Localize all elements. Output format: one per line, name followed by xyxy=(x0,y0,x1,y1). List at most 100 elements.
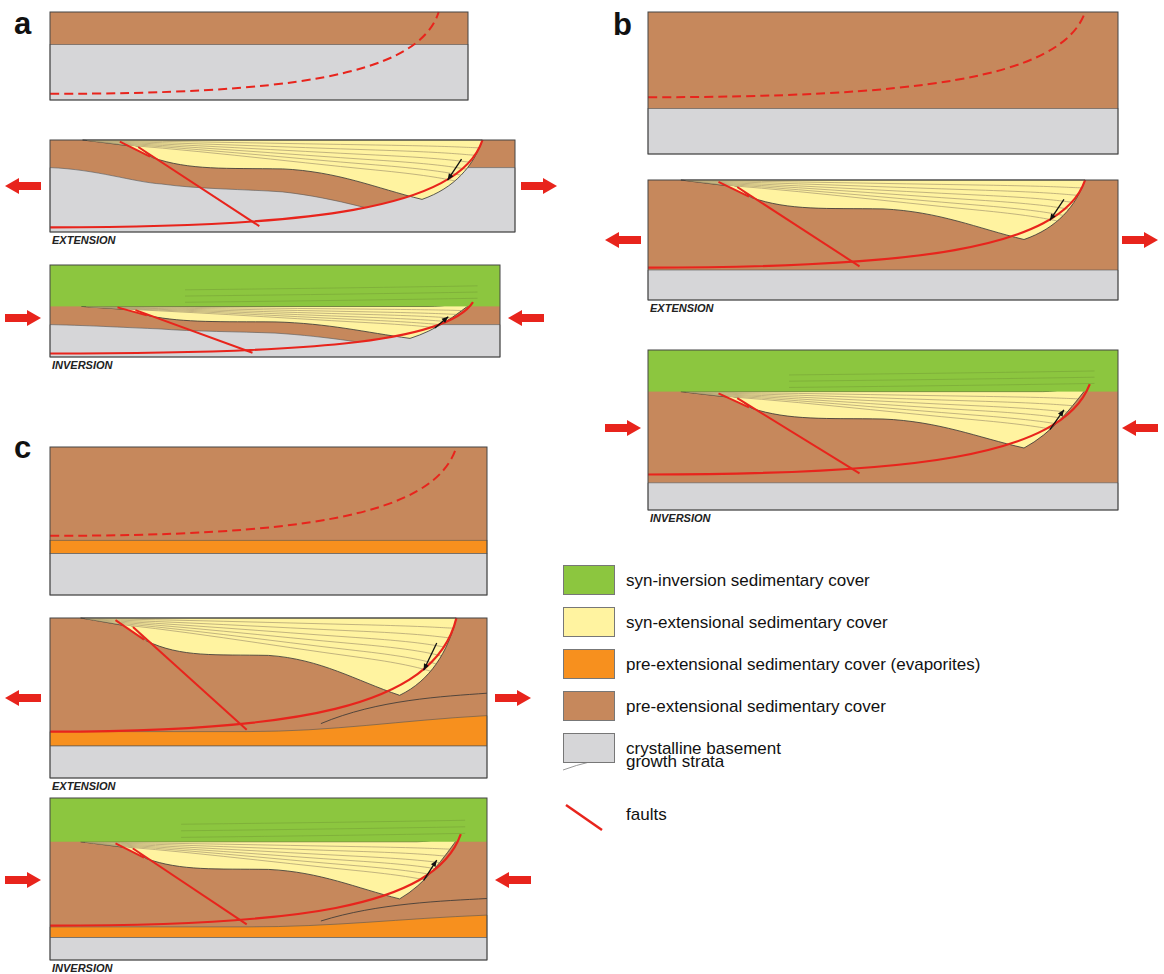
syn-inversion-cover xyxy=(50,798,487,842)
stress-arrow xyxy=(521,178,557,194)
growth-strata xyxy=(85,844,470,889)
syn-inversion-cover xyxy=(50,265,500,306)
growth-strata xyxy=(87,142,496,173)
legend-swatch xyxy=(563,607,615,637)
section-frame xyxy=(50,618,487,778)
antithetic-fault xyxy=(737,187,859,266)
small-fault xyxy=(116,620,145,639)
legend-text: growth strata xyxy=(626,753,724,770)
growth-strata xyxy=(181,820,465,824)
slip-arrowhead xyxy=(448,173,454,180)
hanging-wall xyxy=(50,618,456,732)
basement xyxy=(50,938,487,961)
slip-arrowhead xyxy=(1050,213,1056,220)
section-frame xyxy=(50,265,500,357)
stress-arrow xyxy=(605,420,641,436)
basement xyxy=(648,109,1118,154)
antithetic-fault xyxy=(138,147,259,226)
growth-strata xyxy=(686,182,1100,229)
stress-arrow xyxy=(5,310,41,326)
growth-strata xyxy=(85,621,470,682)
hanging-wall xyxy=(648,180,1085,268)
growth-strata xyxy=(686,394,1100,439)
main-fault xyxy=(50,140,483,227)
stress-arrow xyxy=(495,690,531,706)
growth-strata xyxy=(686,182,1100,213)
section-frame xyxy=(50,798,487,960)
stage-label: EXTENSION xyxy=(650,303,714,314)
slip-arrowhead xyxy=(442,317,449,323)
stress-arrow xyxy=(1122,420,1158,436)
stress-arrow xyxy=(1122,232,1158,248)
sedimentary-cover xyxy=(648,180,1118,300)
stress-arrow xyxy=(495,872,531,888)
growth-strata xyxy=(181,833,465,837)
slip-arrow xyxy=(424,860,437,880)
sedimentary-cover xyxy=(648,350,1118,510)
antithetic-fault xyxy=(136,310,253,353)
main-fault xyxy=(648,180,1085,268)
small-fault xyxy=(719,182,750,197)
growth-strata xyxy=(185,286,478,290)
stress-arrow xyxy=(605,232,641,248)
stress-arrow xyxy=(5,872,41,888)
growth-strata xyxy=(789,383,1095,387)
legend-text: syn-inversion sedimentary cover xyxy=(626,572,870,589)
panel-letter: a xyxy=(14,8,31,39)
growth-strata xyxy=(185,298,478,302)
antithetic-fault xyxy=(133,849,247,925)
stress-arrow xyxy=(5,690,41,706)
legend-swatch xyxy=(563,733,615,763)
section-frame xyxy=(50,140,515,232)
legend-swatch xyxy=(563,565,615,595)
section-frame xyxy=(50,447,487,595)
basement xyxy=(50,45,468,100)
stage-label: INVERSION xyxy=(52,360,113,371)
sedimentary-cover xyxy=(50,618,487,778)
growth-strata xyxy=(185,292,478,296)
legend-swatch xyxy=(563,691,615,721)
panel-letter: c xyxy=(14,432,31,463)
legend-text: faults xyxy=(626,806,667,823)
basement xyxy=(50,746,487,778)
slip-arrowhead xyxy=(424,663,429,670)
main-fault xyxy=(50,302,473,353)
small-fault xyxy=(719,393,750,407)
stage-label: INVERSION xyxy=(52,963,113,974)
small-fault xyxy=(118,307,147,315)
slip-arrow xyxy=(435,317,449,328)
legend-text: syn-extensional sedimentary cover xyxy=(626,614,888,631)
section-frame xyxy=(50,12,468,100)
sedimentary-cover xyxy=(50,798,487,960)
growth-strata xyxy=(789,371,1095,375)
slip-arrow xyxy=(1050,199,1064,220)
growth-strata xyxy=(789,377,1095,381)
stage-label: EXTENSION xyxy=(52,781,116,792)
main-fault xyxy=(648,384,1090,474)
basement xyxy=(648,483,1118,510)
sedimentary-cover xyxy=(50,447,487,595)
slip-arrowhead xyxy=(431,860,437,867)
small-fault xyxy=(116,843,145,857)
legend-text: pre-extensional sedimentary cover xyxy=(626,698,886,715)
slip-arrow xyxy=(424,643,437,670)
sedimentary-cover xyxy=(50,12,468,100)
growth-strata xyxy=(87,142,496,189)
fault-sample xyxy=(566,805,602,830)
sedimentary-cover xyxy=(648,12,1118,154)
antithetic-fault xyxy=(133,627,247,730)
growth-strata xyxy=(85,620,470,661)
slip-arrowhead xyxy=(1058,410,1064,417)
main-fault xyxy=(50,618,456,732)
legend-text: pre-extensional sedimentary cover (evapo… xyxy=(626,656,980,673)
antithetic-fault xyxy=(737,398,859,473)
future-fault xyxy=(50,447,456,536)
future-fault xyxy=(50,12,439,94)
syn-inversion-cover xyxy=(648,350,1118,392)
section-frame xyxy=(648,350,1118,510)
small-fault xyxy=(120,142,150,157)
slip-arrow xyxy=(448,159,462,180)
future-fault xyxy=(648,12,1085,97)
main-fault xyxy=(50,834,461,926)
